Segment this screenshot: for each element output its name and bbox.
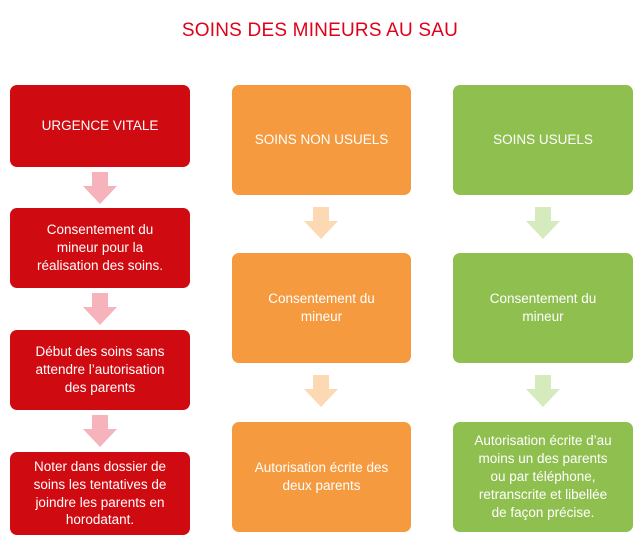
down-arrow-icon bbox=[83, 415, 117, 447]
soins-non-usuels-header: SOINS NON USUELS bbox=[232, 85, 411, 195]
down-arrow-icon bbox=[304, 375, 338, 407]
usuels-step-consentement: Consentement du mineur bbox=[453, 253, 633, 363]
soins-usuels-header: SOINS USUELS bbox=[453, 85, 633, 195]
urgence-step-noter-dossier: Noter dans dossier de soins les tentativ… bbox=[10, 452, 190, 535]
non-usuels-step-consentement: Consentement du mineur bbox=[232, 253, 411, 363]
usuels-step-autorisation: Autorisation écrite d’au moins un des pa… bbox=[453, 422, 633, 532]
down-arrow-icon bbox=[83, 172, 117, 204]
urgence-vitale-header: URGENCE VITALE bbox=[10, 85, 190, 167]
down-arrow-icon bbox=[83, 293, 117, 325]
urgence-step-consentement: Consentement du mineur pour la réalisati… bbox=[10, 208, 190, 288]
page-title: SOINS DES MINEURS AU SAU bbox=[181, 20, 459, 41]
down-arrow-icon bbox=[526, 207, 560, 239]
down-arrow-icon bbox=[304, 207, 338, 239]
urgence-step-debut-soins: Début des soins sans attendre l’autorisa… bbox=[10, 330, 190, 410]
down-arrow-icon bbox=[526, 375, 560, 407]
non-usuels-step-autorisation: Autorisation écrite des deux parents bbox=[232, 422, 411, 532]
